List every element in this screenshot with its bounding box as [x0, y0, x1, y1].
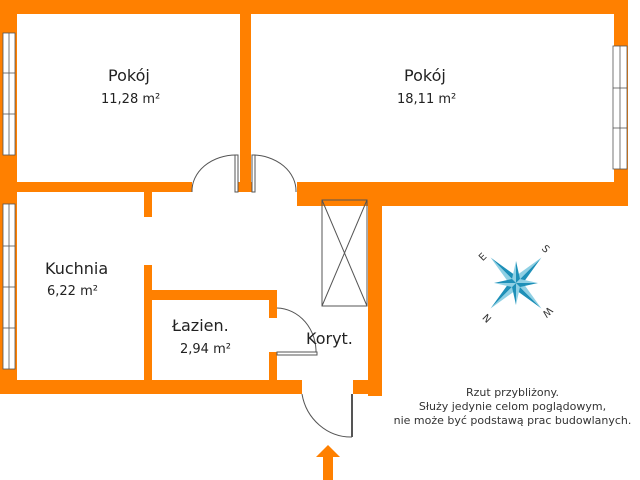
window-left-top — [2, 32, 16, 156]
disclaimer-line-1: Rzut przybliżony. — [466, 386, 559, 399]
room-area-lazienka: 2,94 m² — [180, 342, 231, 357]
room-area-pokoj-1: 11,28 m² — [101, 92, 161, 107]
disclaimer-line-2: Służy jedynie celom poglądowym, — [418, 400, 607, 413]
room-area-pokoj-2: 18,11 m² — [397, 92, 457, 107]
room-label-korytarz: Koryt. — [306, 329, 353, 348]
room-label-kuchnia: Kuchnia — [45, 259, 109, 278]
window-right — [612, 45, 628, 170]
room-label-pokoj-1: Pokój — [108, 66, 150, 85]
doors — [191, 154, 353, 438]
compass-rose-icon — [490, 257, 542, 309]
room-label-lazienka: Łazien. — [172, 316, 229, 335]
disclaimer-note: Rzut przybliżony. Służy jedynie celom po… — [385, 386, 640, 428]
ventilation-shaft-icon — [321, 199, 368, 307]
window-left-bottom — [2, 203, 16, 370]
room-label-pokoj-2: Pokój — [404, 66, 446, 85]
room-area-kuchnia: 6,22 m² — [47, 284, 98, 299]
disclaimer-line-3: nie może być podstawą prac budowlanych. — [393, 414, 632, 427]
entrance-arrow-icon — [316, 445, 340, 480]
